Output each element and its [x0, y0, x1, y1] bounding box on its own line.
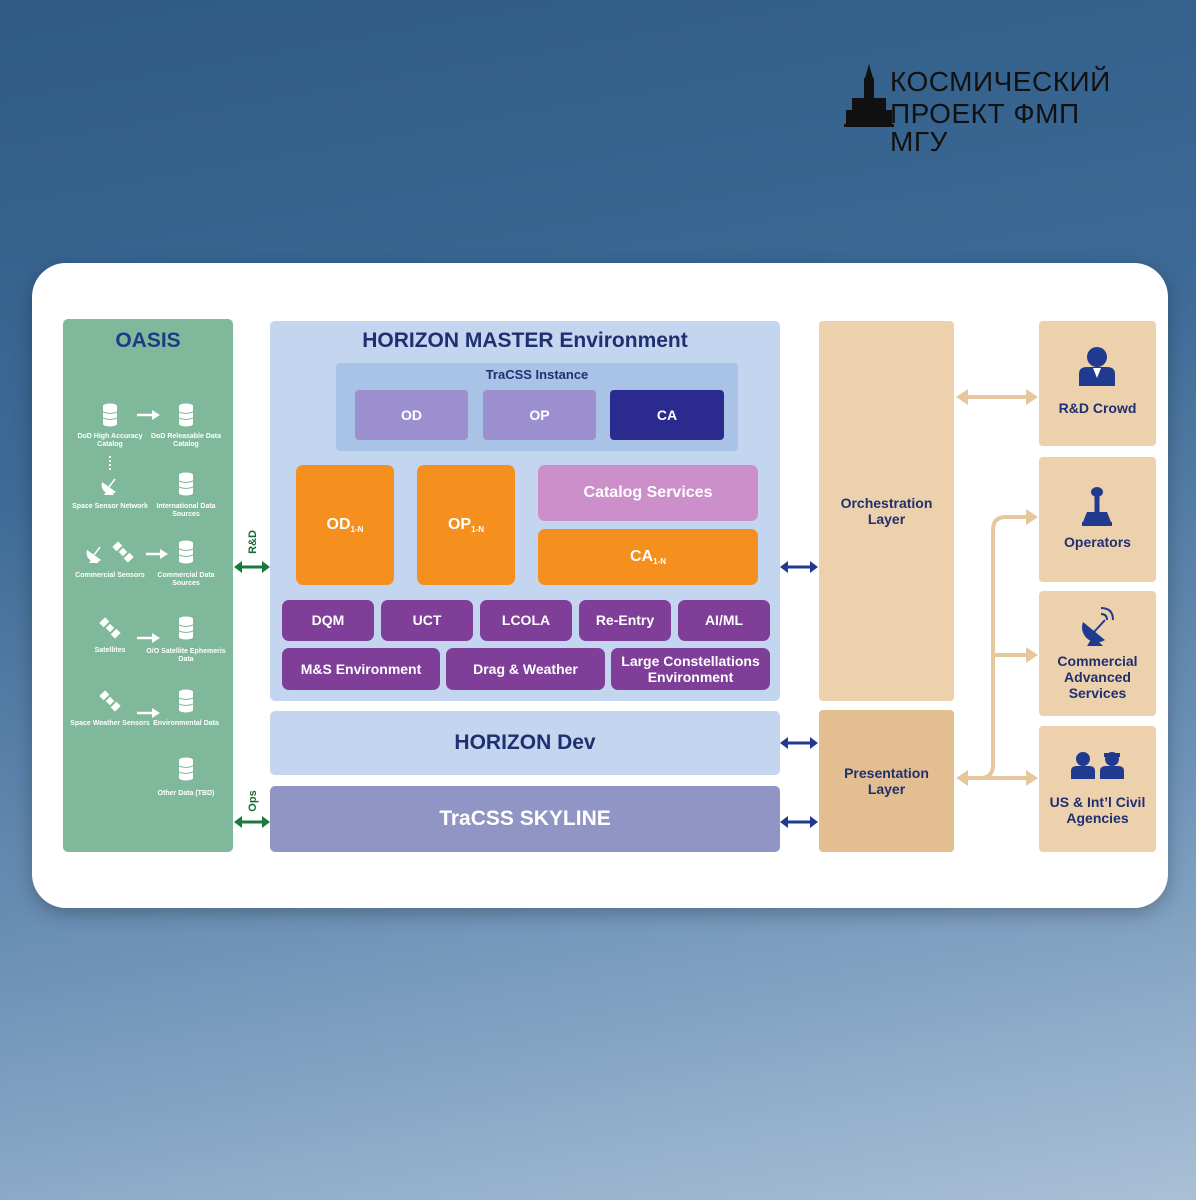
horizon-dev-bar: HORIZON Dev: [270, 711, 780, 775]
ops-link-label: Ops: [247, 790, 259, 812]
ca-1n-label: CA: [630, 547, 654, 565]
logo-line-2: ПРОЕКТ ФМП МГУ: [890, 98, 1080, 157]
dqm-box: DQM: [282, 600, 374, 641]
oasis-label-oo-ephemeris: O/O Satellite Ephemeris Data: [146, 648, 226, 664]
logo-line-1: КОСМИЧЕСКИЙ: [890, 66, 1111, 97]
oasis-label-space-sensor: Space Sensor Network: [72, 503, 148, 510]
catalog-services-box: Catalog Services: [538, 465, 758, 521]
op-1n-subscript: 1-N: [471, 525, 484, 535]
oasis-label-space-weather: Space Weather Sensors: [70, 720, 150, 727]
od-1n-label: OD: [326, 515, 351, 533]
rd-link-label: R&D: [247, 530, 259, 554]
orchestration-layer: Orchestration Layer: [819, 321, 954, 701]
oasis-label-satellites: Satellites: [94, 647, 126, 654]
presentation-layer: Presentation Layer: [819, 710, 954, 852]
agencies-label: US & Int’l Civil Agencies: [1049, 793, 1146, 826]
operators-box: [1039, 457, 1156, 582]
re-entry-box: Re-Entry: [579, 600, 671, 641]
horizon-master-title-rest: Environment: [553, 329, 688, 352]
oasis-label-international: International Data Sources: [156, 503, 216, 519]
oasis-label-other: Other Data (TBD): [157, 790, 215, 797]
od-1n-subscript: 1-N: [350, 525, 364, 535]
oasis-label-dod-high: DoD High Accuracy Catalog: [77, 433, 143, 449]
msu-building-satellite-icon: [844, 64, 894, 127]
oasis-label-dod-releasable: DoD Releasable Data Catalog: [150, 433, 222, 449]
op-1n-label: OP: [447, 515, 472, 533]
tracss-skyline-bar: TraCSS SKYLINE: [270, 786, 780, 852]
logo: КОСМИЧЕСКИЙ ПРОЕКТ ФМП МГУ: [844, 60, 1144, 156]
tracss-instance-title: TraCSS Instance: [485, 367, 589, 382]
operators-label: Operators: [1064, 533, 1131, 550]
ca-1n-subscript: 1-N: [653, 557, 666, 567]
tracss-op-box: OP: [483, 390, 596, 440]
horizon-master-title-bold: HORIZON MASTER: [362, 329, 554, 352]
oasis-label-commercial-data: Commercial Data Sources: [157, 572, 215, 588]
drag-weather-box: Drag & Weather: [446, 648, 605, 690]
oasis-panel: OASIS: [63, 319, 233, 852]
oasis-label-commercial-sensors: Commercial Sensors: [75, 572, 145, 579]
horizon-master-title: HORIZON MASTER Environment: [270, 329, 780, 353]
agencies-box: [1039, 726, 1156, 852]
large-constellations-box: Large Constellations Environment: [611, 648, 770, 690]
oasis-title: OASIS: [115, 329, 181, 352]
tracss-od-box: OD: [355, 390, 468, 440]
commercial-label: Commercial Advanced Services: [1057, 652, 1138, 702]
uct-box: UCT: [381, 600, 473, 641]
lcola-box: LCOLA: [480, 600, 572, 641]
oasis-label-environmental: Environmental Data: [153, 720, 219, 727]
rd-crowd-label: R&D Crowd: [1058, 399, 1137, 416]
ai-ml-box: AI/ML: [678, 600, 770, 641]
ms-environment-box: M&S Environment: [282, 648, 440, 690]
commercial-box: [1039, 591, 1156, 716]
tracss-ca-box: CA: [610, 390, 724, 440]
